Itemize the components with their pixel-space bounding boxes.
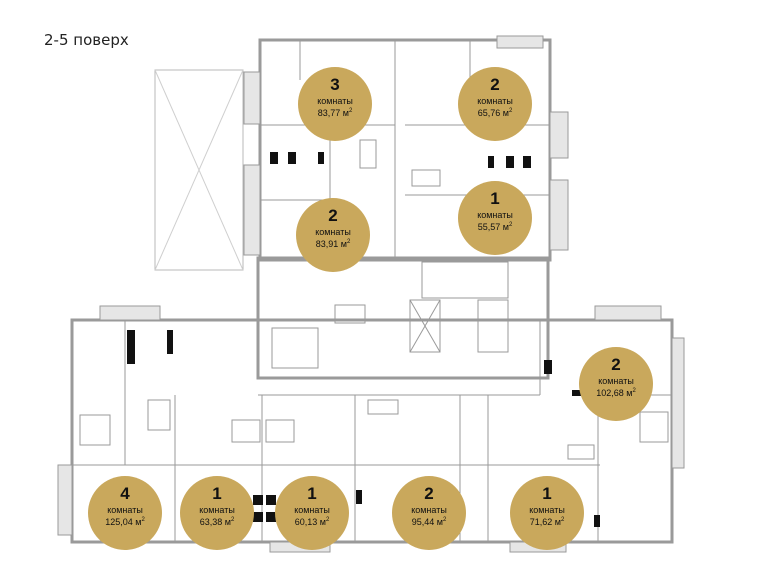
- vent-block: [266, 512, 276, 522]
- vent-block: [253, 495, 263, 505]
- bathtub: [567, 444, 595, 460]
- bathtub: [231, 419, 261, 443]
- apartment-area: 55,57 м2: [477, 222, 513, 232]
- room-word: комнаты: [315, 227, 351, 237]
- bathtub: [79, 414, 111, 446]
- apartment-badge-apt-2-8391[interactable]: 2 комнаты 83,91 м2: [296, 198, 370, 272]
- balcony: [549, 111, 569, 159]
- room-count: 1: [542, 484, 552, 503]
- apartment-badge-apt-4-12504[interactable]: 4 комнаты 125,04 м2: [88, 476, 162, 550]
- apartment-area: 63,38 м2: [199, 517, 235, 527]
- room-count: 2: [611, 355, 621, 374]
- apartment-badge-apt-2-6576[interactable]: 2 комнаты 65,76 м2: [458, 67, 532, 141]
- room-word: комнаты: [529, 505, 565, 515]
- vent-block: [488, 156, 494, 168]
- room-word: комнаты: [107, 505, 143, 515]
- elevator-shaft: [477, 299, 509, 353]
- room-word: комнаты: [598, 376, 634, 386]
- core-outline: [256, 256, 550, 380]
- apartment-area: 125,04 м2: [105, 517, 145, 527]
- balcony: [594, 305, 662, 321]
- vent-block: [506, 156, 514, 168]
- floor-title: 2-5 поверх: [44, 31, 129, 49]
- apartment-area: 95,44 м2: [411, 517, 447, 527]
- terrace: [154, 69, 244, 271]
- vent-block: [356, 490, 362, 504]
- room-count: 2: [490, 75, 500, 94]
- balcony: [99, 305, 161, 321]
- room-word: комнаты: [317, 96, 353, 106]
- room-word: комнаты: [477, 210, 513, 220]
- kitchen-unit: [127, 330, 135, 364]
- vent-block: [544, 360, 552, 374]
- elevator-shaft: [409, 299, 441, 353]
- apartment-area: 83,77 м2: [317, 108, 353, 118]
- vent-block: [288, 152, 296, 164]
- apartment-badge-apt-1-7162[interactable]: 1 комнаты 71,62 м2: [510, 476, 584, 550]
- apartment-badge-apt-1-6338[interactable]: 1 комнаты 63,38 м2: [180, 476, 254, 550]
- apartment-area: 71,62 м2: [529, 517, 565, 527]
- vent-block: [266, 495, 276, 505]
- apartment-area: 83,91 м2: [315, 239, 351, 249]
- vent-block: [318, 152, 324, 164]
- stairwell: [271, 327, 319, 369]
- balcony: [243, 71, 261, 125]
- balcony: [549, 179, 569, 251]
- bathtub: [359, 139, 377, 169]
- bathtub: [367, 399, 399, 415]
- kitchen-unit: [167, 330, 173, 354]
- stairwell: [421, 261, 509, 299]
- balcony: [243, 164, 261, 256]
- bathtub: [147, 399, 171, 431]
- apartment-badge-apt-1-5557[interactable]: 1 комнаты 55,57 м2: [458, 181, 532, 255]
- apartment-area: 102,68 м2: [596, 388, 636, 398]
- vent-block: [523, 156, 531, 168]
- apartment-badge-apt-1-6013[interactable]: 1 комнаты 60,13 м2: [275, 476, 349, 550]
- bathtub: [334, 304, 366, 324]
- bathtub: [411, 169, 441, 187]
- apartment-badge-apt-2-9544[interactable]: 2 комнаты 95,44 м2: [392, 476, 466, 550]
- balcony: [671, 337, 685, 469]
- apartment-area: 60,13 м2: [294, 517, 330, 527]
- room-word: комнаты: [294, 505, 330, 515]
- room-count: 1: [212, 484, 222, 503]
- apartment-badge-apt-2-10268[interactable]: 2 комнаты 102,68 м2: [579, 347, 653, 421]
- room-word: комнаты: [477, 96, 513, 106]
- room-count: 1: [490, 189, 500, 208]
- room-count: 2: [328, 206, 338, 225]
- bathtub: [639, 411, 669, 443]
- room-count: 2: [424, 484, 434, 503]
- room-word: комнаты: [411, 505, 447, 515]
- bathtub: [265, 419, 295, 443]
- room-count: 3: [330, 75, 340, 94]
- vent-block: [594, 515, 600, 527]
- room-word: комнаты: [199, 505, 235, 515]
- vent-block: [270, 152, 278, 164]
- balcony: [496, 35, 544, 49]
- balcony: [57, 464, 73, 536]
- apartment-badge-apt-3-8377[interactable]: 3 комнаты 83,77 м2: [298, 67, 372, 141]
- vent-block: [572, 390, 586, 396]
- apartment-area: 65,76 м2: [477, 108, 513, 118]
- room-count: 1: [307, 484, 317, 503]
- vent-block: [253, 512, 263, 522]
- room-count: 4: [120, 484, 130, 503]
